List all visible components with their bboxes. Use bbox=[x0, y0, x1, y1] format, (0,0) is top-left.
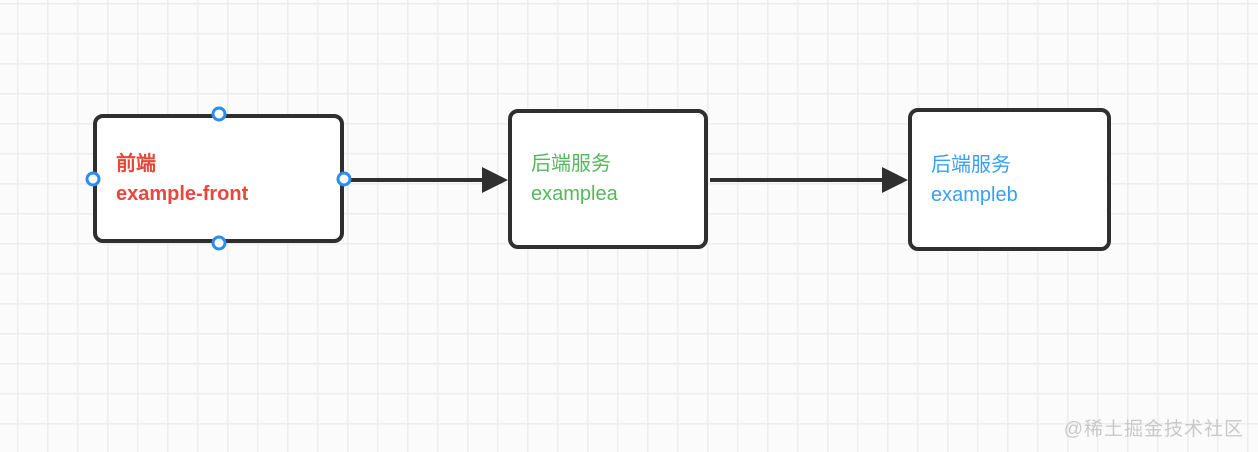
node-example-front[interactable]: 前端 example-front bbox=[85, 106, 352, 251]
node-title: 后端服务 bbox=[531, 153, 611, 175]
node-exampleb[interactable]: 后端服务 exampleb bbox=[908, 108, 1111, 251]
connector-arrow-front-to-a[interactable] bbox=[347, 167, 508, 193]
node-title: 前端 bbox=[116, 152, 156, 175]
arrowhead-icon bbox=[482, 167, 508, 193]
node-subtitle: examplea bbox=[531, 183, 618, 205]
anchor-handle-top[interactable] bbox=[211, 106, 226, 122]
node-examplea[interactable]: 后端服务 examplea bbox=[508, 109, 708, 249]
anchor-handle-left[interactable] bbox=[85, 171, 101, 186]
node-subtitle: exampleb bbox=[931, 183, 1018, 206]
node-subtitle: example-front bbox=[116, 182, 249, 205]
anchor-handle-right[interactable] bbox=[336, 171, 352, 186]
arrowhead-icon bbox=[882, 167, 908, 193]
watermark: @稀土掘金技术社区 bbox=[1063, 419, 1244, 440]
connector-arrow-a-to-b[interactable] bbox=[710, 167, 908, 193]
node-title: 后端服务 bbox=[931, 153, 1011, 176]
anchor-handle-bottom[interactable] bbox=[211, 235, 226, 251]
